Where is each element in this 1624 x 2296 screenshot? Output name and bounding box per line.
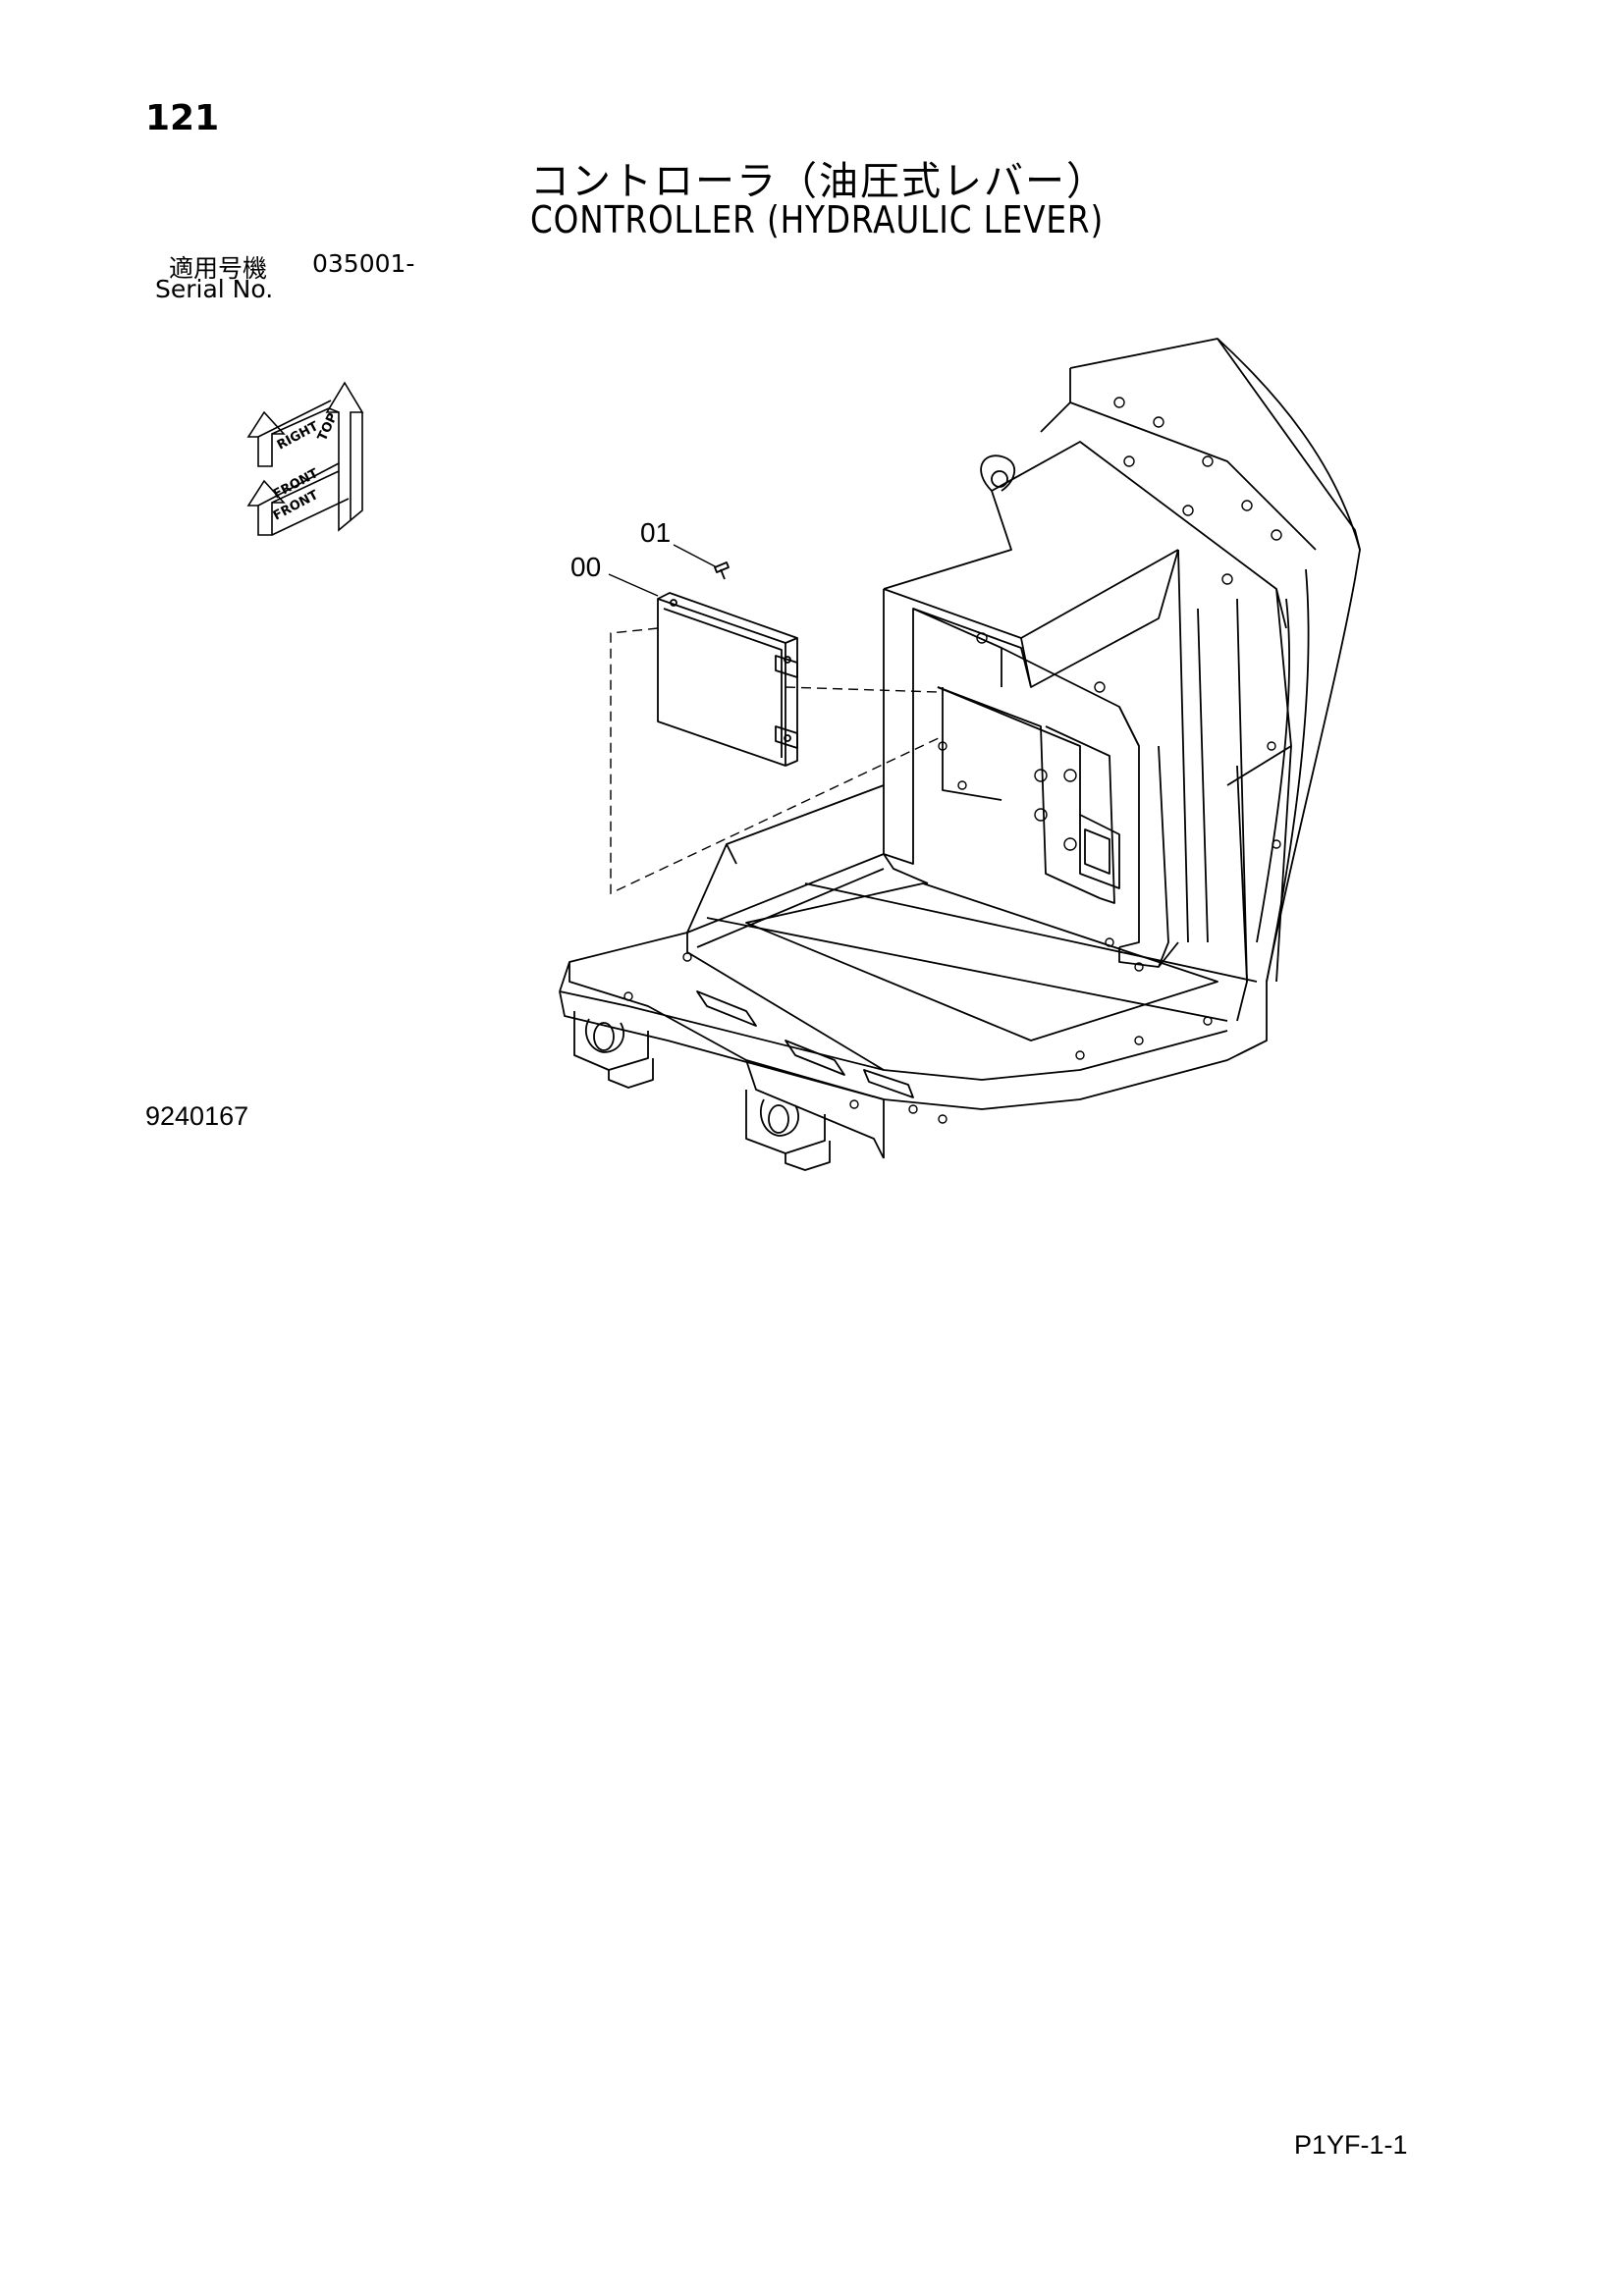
callout-label-01: 01 — [640, 517, 672, 548]
orientation-arrows-icon: TOP RIGHT FRONT FRONT — [246, 381, 364, 536]
page-number: 121 — [145, 98, 220, 138]
page-title-english: CONTROLLER (HYDRAULIC LEVER) — [530, 198, 1105, 241]
callout-label-00: 00 — [570, 552, 602, 582]
operator-frame — [559, 338, 1361, 1159]
assembly-guide-lines — [610, 627, 944, 895]
serial-number-value: 035001- — [312, 249, 415, 278]
frame-holes — [623, 397, 1282, 1124]
serial-label-japanese: 適用号機 — [169, 254, 268, 283]
page-title-japanese: コントローラ（油圧式レバー） — [530, 159, 1108, 204]
rubber-mount-left — [573, 1011, 654, 1089]
figure-code: 9240167 — [145, 1101, 249, 1131]
bolt — [714, 561, 730, 580]
controller-unit — [657, 592, 798, 767]
callout-leaders — [608, 544, 718, 597]
page-reference: P1YF-1-1 — [1294, 2130, 1408, 2160]
serial-label-english: Serial No. — [155, 275, 274, 303]
rubber-mount-right — [745, 1090, 831, 1171]
